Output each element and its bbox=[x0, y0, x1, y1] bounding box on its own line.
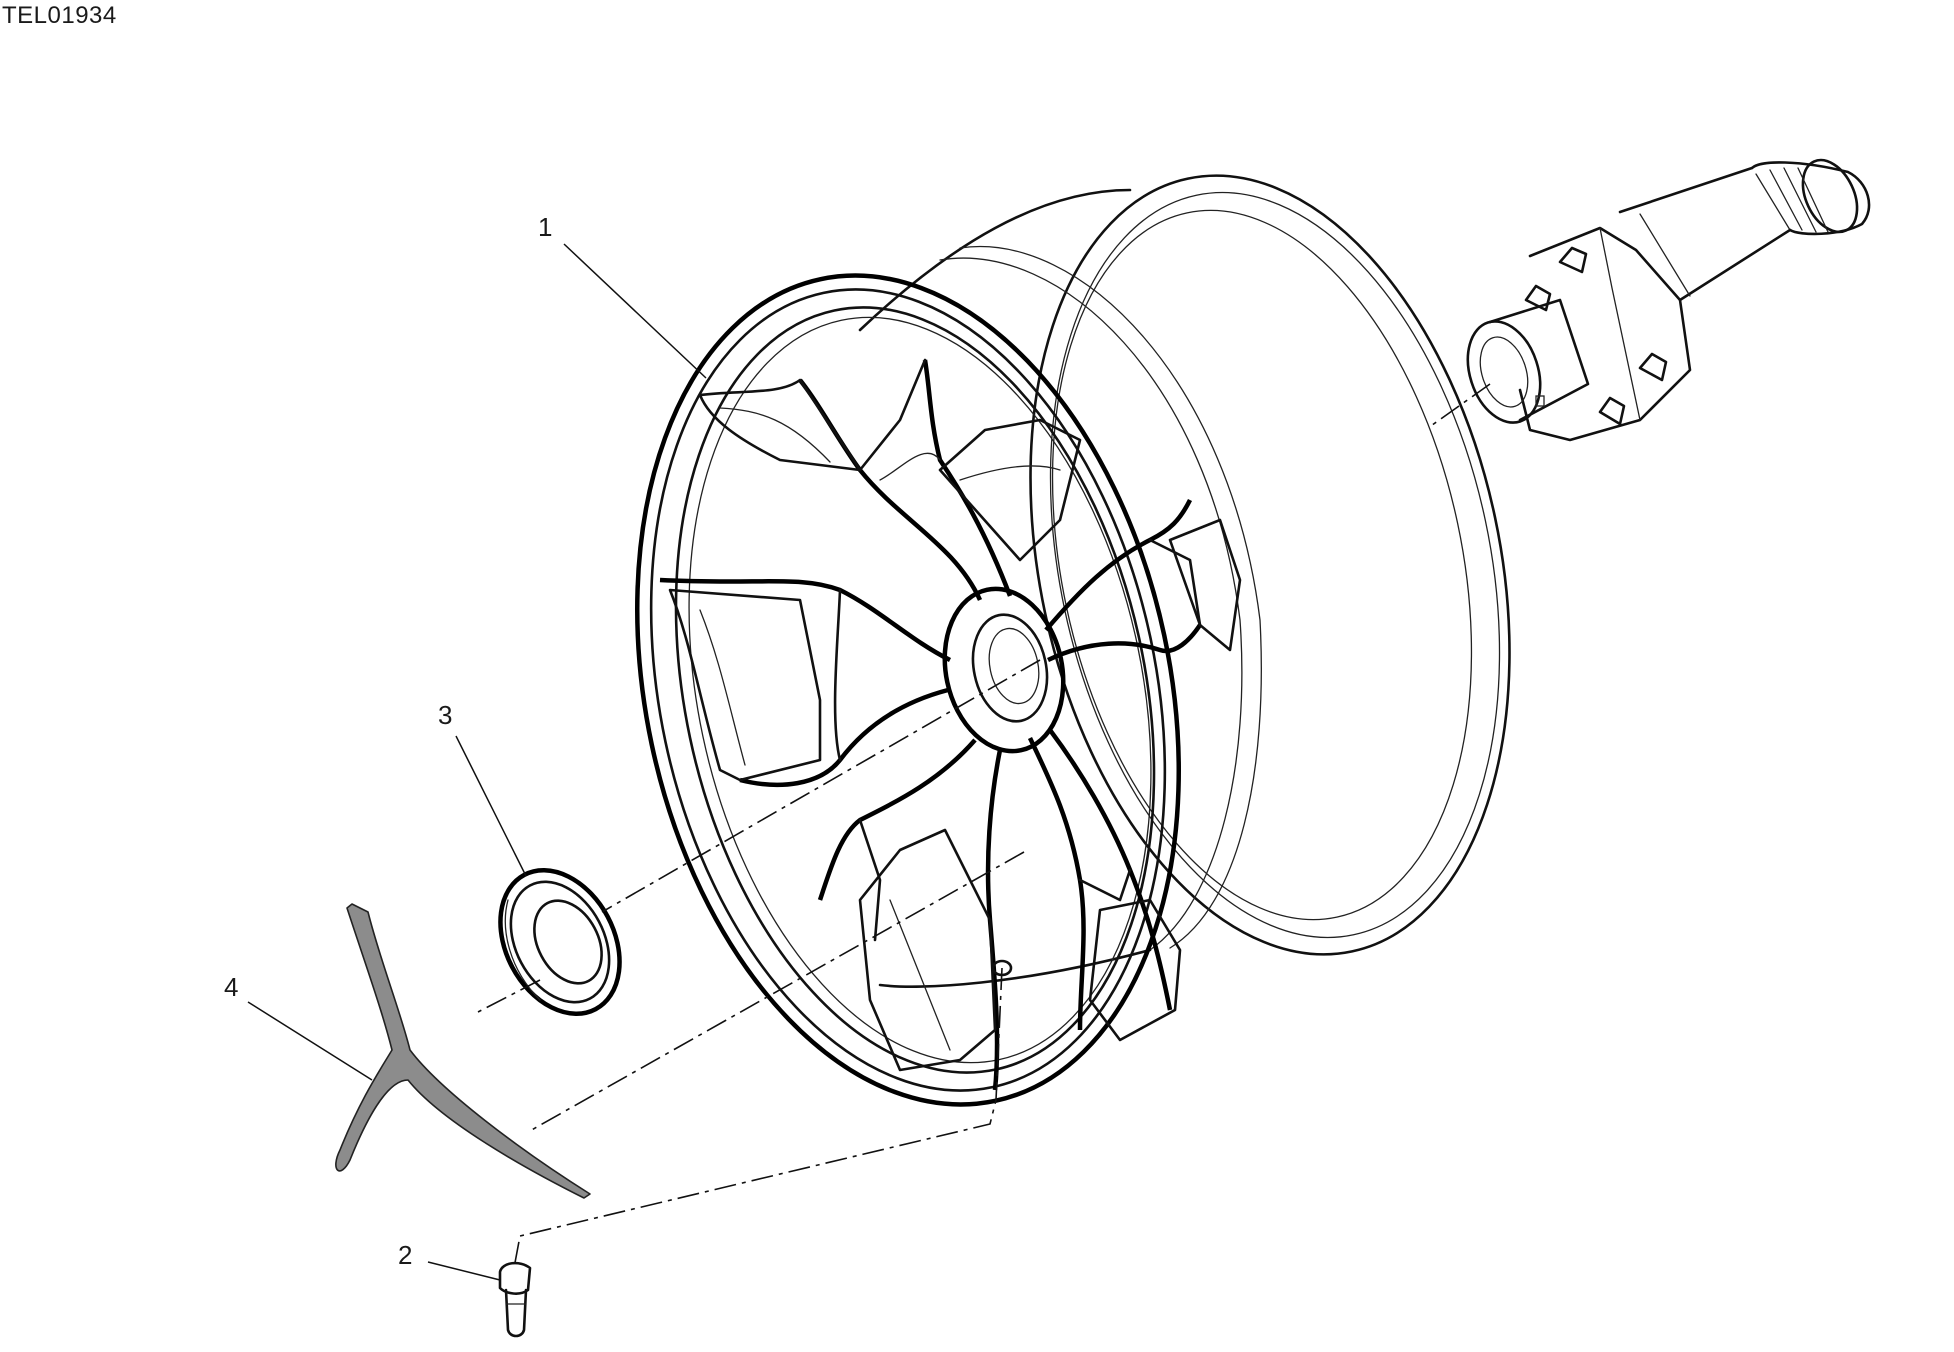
svg-text:4: 4 bbox=[224, 972, 238, 1002]
svg-text:1: 1 bbox=[538, 212, 552, 242]
callout-4: 4 bbox=[224, 972, 373, 1081]
hub-seal-part[interactable] bbox=[477, 850, 644, 1035]
wheel-rim-part[interactable] bbox=[564, 131, 1577, 1155]
callout-1: 1 bbox=[538, 212, 707, 379]
y-tool-part[interactable] bbox=[335, 903, 591, 1199]
diagram-code: TEL01934 bbox=[2, 2, 117, 29]
callout-3: 3 bbox=[438, 700, 527, 877]
valve-part[interactable] bbox=[498, 1261, 532, 1338]
assembly-centerlines bbox=[477, 383, 1491, 1269]
svg-text:2: 2 bbox=[398, 1240, 412, 1270]
callout-2: 2 bbox=[398, 1240, 501, 1281]
hub-shaft-part[interactable] bbox=[1456, 151, 1871, 442]
svg-text:3: 3 bbox=[438, 700, 452, 730]
